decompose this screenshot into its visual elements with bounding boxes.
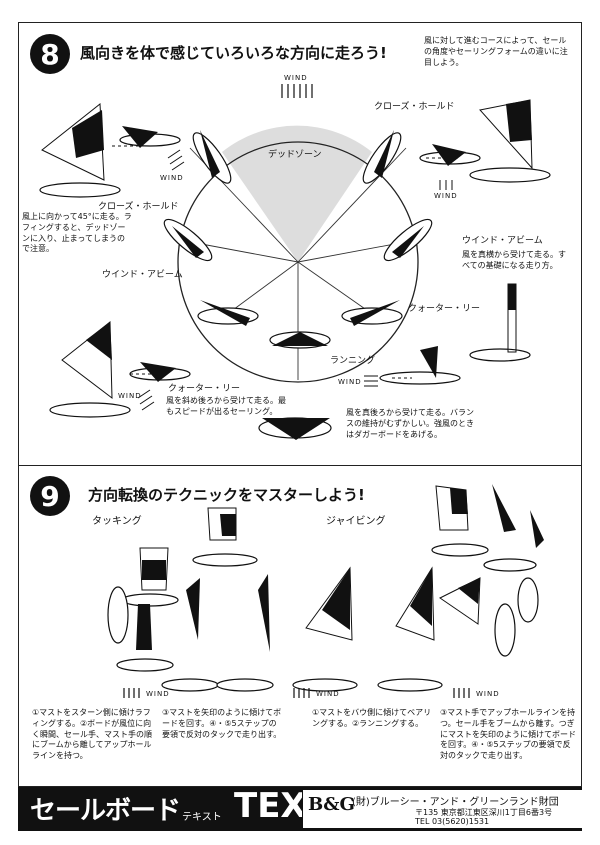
wind-label-a: WIND: [146, 690, 170, 698]
tacking-step-1-2: ①マストをスターン側に傾けラフィングする。②ボードが風位に向く瞬間、セール手、マ…: [32, 708, 152, 761]
section-9-number: 9: [30, 476, 70, 516]
wind-top-label: WIND: [284, 74, 308, 82]
series-subtitle: テキスト: [182, 812, 222, 823]
running-note: 風を真後ろから受けて走る。バランスの維持がむずかしい。強風のときはダガーボードを…: [346, 408, 474, 439]
jibing-label: ジャイビング: [326, 516, 386, 527]
quarter-reach-right-label: クォーター・リー: [408, 304, 481, 314]
close-hauled-right-label: クローズ・ホールド: [374, 102, 455, 112]
jibing-step-3-5: ③マスト手でアップホールラインを持つ。セール手をブームから離す。つぎにマストを矢…: [440, 708, 576, 761]
wind-label-3: WIND: [118, 392, 142, 400]
close-hauled-note: 風上に向かって45°に走る。ラフィングすると、デッドゾーンに入り、止まってしまう…: [22, 212, 132, 254]
wind-label-2: WIND: [434, 192, 458, 200]
section-8-number: 8: [30, 34, 70, 74]
wind-label-c: WIND: [476, 690, 500, 698]
section-8-intro: 風に対して進むコースによって、セールの角度やセーリングフォームの違いに注目しよう…: [424, 36, 568, 67]
wind-label-1: WIND: [160, 174, 184, 182]
series-title: セールボード: [30, 796, 181, 826]
publisher-name: (財)ブルーシー・アンド・グリーンランド財団: [352, 797, 559, 808]
quarter-reach-left-label: クォーター・リー: [168, 384, 241, 394]
section-8-title: 風向きを体で感じていろいろな方向に走ろう!: [80, 44, 387, 62]
wind-label-b: WIND: [316, 690, 340, 698]
dead-zone-label: デッドゾーン: [268, 150, 322, 160]
publisher-logo: B&G: [308, 794, 355, 815]
tacking-step-3-5: ③マストを矢印のように傾けてボードを回す。④・⑤5ステップの要領で反対のタックで…: [162, 708, 282, 739]
quarter-reach-note: 風を斜め後ろから受けて走る。最もスピードが出るセーリング。: [166, 396, 286, 416]
wind-beam-left-label: ウインド・アビーム: [102, 270, 183, 280]
wind-label-4: WIND: [338, 378, 362, 386]
section-divider: [18, 465, 582, 466]
page-frame: [18, 22, 582, 787]
publisher-tel: TEL 03(5620)1531: [415, 817, 490, 826]
running-label: ランニング: [330, 356, 376, 366]
publisher-address: 〒135 東京都江東区深川1丁目6番3号: [415, 808, 553, 817]
wind-beam-right-label: ウインド・アビーム: [462, 236, 543, 246]
tacking-label: タッキング: [92, 516, 142, 527]
close-hauled-left-label: クローズ・ホールド: [98, 202, 179, 212]
jibing-step-1-2: ①マストをバウ側に傾けてベアリングする。②ランニングする。: [312, 708, 432, 728]
wind-beam-right-note: 風を真横から受けて走る。すべての基礎になる走り方。: [462, 250, 566, 270]
publisher-box: [302, 790, 583, 828]
section-9-title: 方向転換のテクニックをマスターしよう!: [88, 486, 365, 504]
